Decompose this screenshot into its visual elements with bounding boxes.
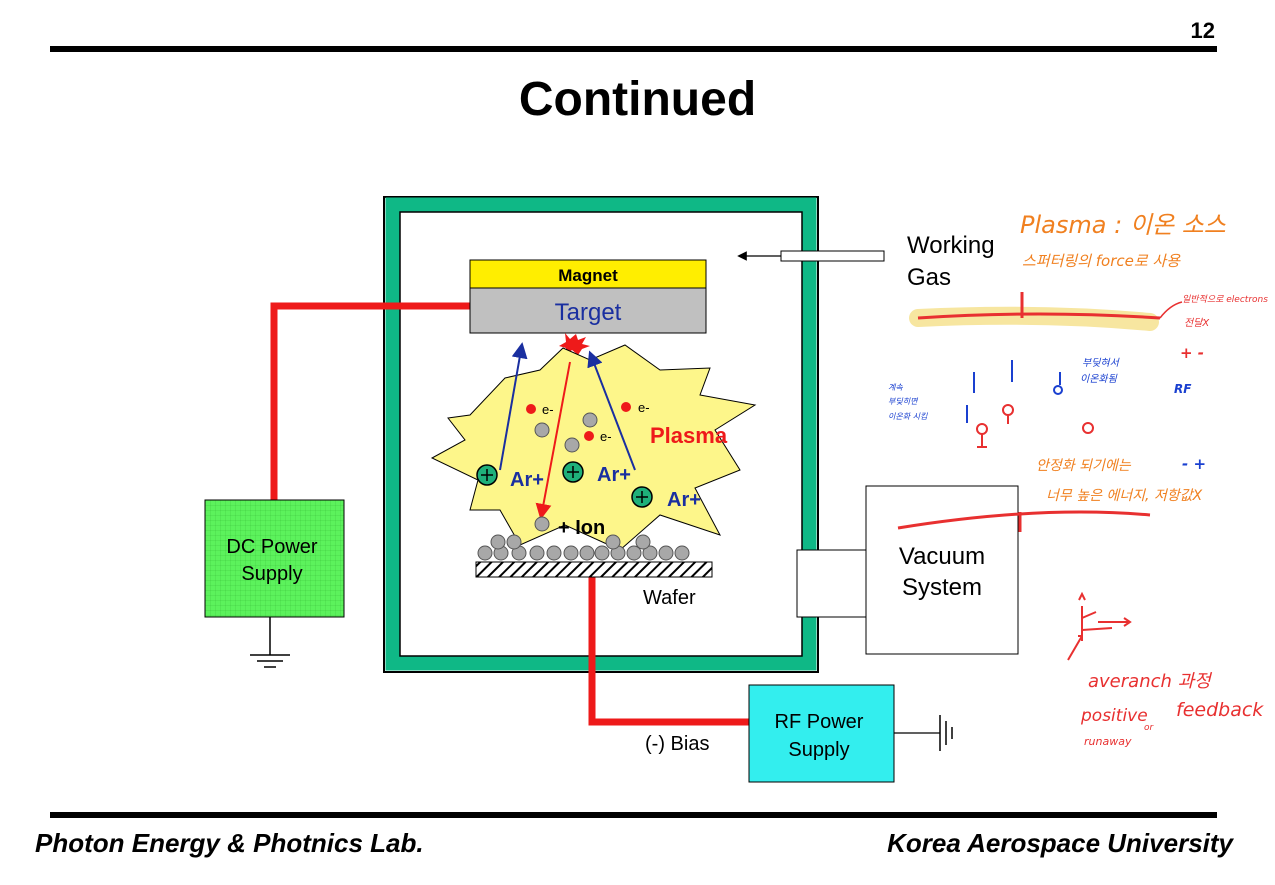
target-label: Target <box>555 299 622 326</box>
argon-ion-label: Ar+ <box>667 489 701 511</box>
wafer-label: Wafer <box>643 587 696 609</box>
deposited-atoms <box>477 534 690 561</box>
vacuum-label-1: Vacuum <box>899 543 985 570</box>
note-feedback: feedback <box>1176 699 1264 721</box>
dc-label-1: DC Power <box>226 536 317 558</box>
rf-label-2: Supply <box>788 739 849 761</box>
neutral-atom <box>582 412 598 428</box>
note-left-line2: 부딪히면 <box>888 397 919 406</box>
neutral-atom <box>564 437 580 453</box>
target <box>469 287 707 334</box>
gas-label-2: Gas <box>907 264 951 291</box>
note-positive: positive <box>1080 706 1148 726</box>
page-number: 12 <box>1190 18 1215 43</box>
note-mid-line2: 이온화됨 <box>1080 373 1118 385</box>
note-left-line3: 이온화 시킴 <box>888 412 928 421</box>
rf-power-supply <box>748 684 895 783</box>
slide-title: Continued <box>518 73 757 126</box>
vacuum-port <box>796 549 868 618</box>
footer-university: Korea Aerospace University <box>887 828 1233 858</box>
avalanche-sketch <box>1067 591 1132 661</box>
argon-ion-label: Ar+ <box>510 469 544 491</box>
note-rf: RF <box>1174 382 1192 396</box>
note-electron-line1: 일반적으로 electrons <box>1182 294 1268 305</box>
electron <box>526 404 536 414</box>
magnet <box>469 259 707 289</box>
wafer <box>475 561 713 578</box>
note-minus-plus: - + <box>1182 455 1206 473</box>
bias-label: (-) Bias <box>645 733 709 755</box>
note-runaway: runaway <box>1084 735 1132 748</box>
header-rule <box>50 46 1217 52</box>
electron <box>621 402 631 412</box>
footer-rule <box>50 812 1217 818</box>
note-or: or <box>1144 723 1155 733</box>
note-left-line1: 계속 <box>888 383 903 392</box>
energy-curve-2 <box>897 510 1151 530</box>
trajectory-arrow-2 <box>587 350 636 471</box>
electron-label: e- <box>542 402 554 417</box>
energy-curve-1 <box>917 312 1161 320</box>
vacuum-label-2: System <box>902 574 982 601</box>
rf-label-1: RF Power <box>775 711 864 733</box>
ion-arrow <box>535 361 571 520</box>
gas-inlet-pipe <box>780 250 885 262</box>
ion-particle <box>534 516 550 532</box>
argon-ion <box>631 486 653 508</box>
note-avalanche: averanch 과정 <box>1088 671 1213 692</box>
ion-label: + Ion <box>558 517 605 539</box>
note-plasma-line2: 스퍼터링의 force로 사용 <box>1022 252 1181 270</box>
note-electron-line2: 전달X <box>1184 317 1210 329</box>
dc-label-2: Supply <box>241 563 302 585</box>
note-plasma-line1: Plasma : 이온 소스 <box>1020 211 1227 239</box>
rf-wire <box>588 577 752 726</box>
argon-ion-label: Ar+ <box>597 464 631 486</box>
electron <box>584 431 594 441</box>
note-mid-line1: 부딪혀서 <box>1082 357 1121 369</box>
chamber-wall <box>385 197 817 671</box>
gas-label-1: Working <box>907 232 995 259</box>
particle-sketch-red <box>976 404 1094 448</box>
trajectory-arrow-1 <box>499 342 528 471</box>
note-stable-line2: 너무 높은 에너지, 저항값X <box>1046 488 1203 504</box>
dc-wire <box>270 302 472 500</box>
neutral-atom <box>534 422 550 438</box>
magnet-label: Magnet <box>558 266 618 285</box>
electron-label: e- <box>600 429 612 444</box>
particle-sketch <box>966 360 1063 423</box>
vacuum-system <box>865 485 1019 655</box>
note-stable-line1: 안정화 되기에는 <box>1036 458 1132 474</box>
plasma-label: Plasma <box>650 423 728 448</box>
electron-label: e- <box>638 400 650 415</box>
argon-ion <box>562 461 584 483</box>
footer-lab-name: Photon Energy & Photnics Lab. <box>35 828 424 858</box>
note-plus-minus: + - <box>1180 344 1204 362</box>
argon-ion <box>476 464 498 486</box>
